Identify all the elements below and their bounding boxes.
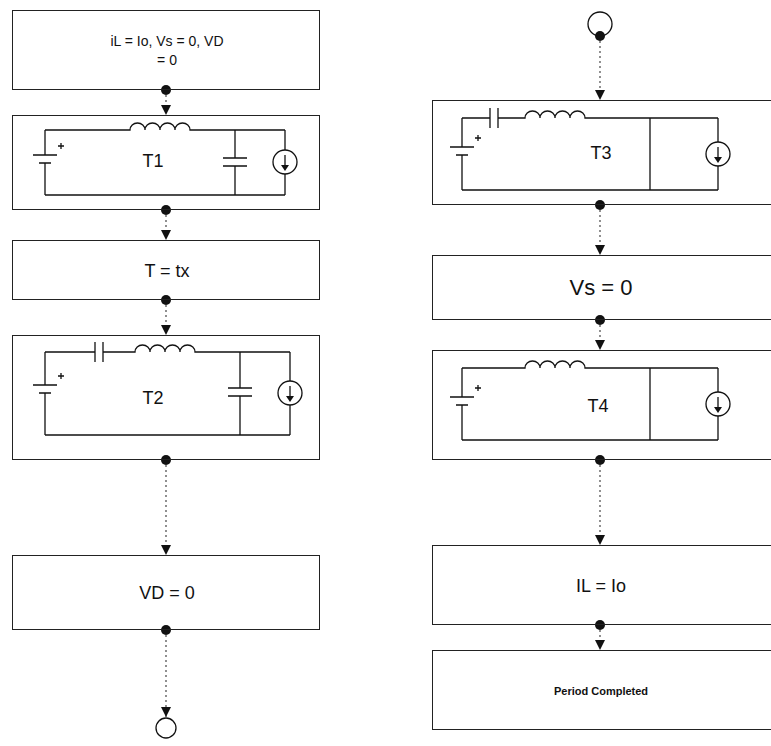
state-text: T = tx (144, 259, 189, 283)
circuit-box: T1 (12, 115, 320, 210)
flow-arrow (165, 90, 166, 115)
state-box: Vs = 0 (432, 255, 771, 320)
battery-symbol (33, 352, 64, 435)
flow-arrow (599, 205, 600, 255)
flow-arrow (165, 210, 166, 240)
circuit-box: T4 (432, 350, 771, 460)
current-arrow (714, 157, 722, 163)
state-text: VD = 0 (139, 581, 195, 605)
interval-label: T1 (142, 149, 163, 173)
wire (462, 108, 718, 128)
state-text: Period Completed (554, 684, 648, 699)
state-text: iL = Io, Vs = 0, VD = 0 (110, 32, 225, 70)
flow-arrow (599, 460, 600, 545)
battery-symbol (33, 130, 64, 195)
circuit-t4 (450, 361, 730, 440)
flow-arrow (599, 625, 600, 650)
current-source-symbol (717, 118, 718, 190)
circuit-box: T3 (432, 100, 771, 205)
interval-label: T3 (590, 141, 611, 165)
circuit-box: T2 (12, 335, 320, 460)
flow-line (599, 36, 600, 100)
current-source-symbol (717, 368, 718, 440)
state-text: Vs = 0 (570, 273, 633, 303)
flow-arrow (165, 460, 166, 555)
current-arrow (714, 407, 722, 413)
wire (462, 118, 718, 190)
current-source-symbol (706, 142, 730, 166)
current-source-symbol (289, 352, 290, 435)
flow-arrow (165, 300, 166, 335)
wire (45, 434, 290, 435)
state-box: VD = 0 (12, 555, 320, 630)
battery-symbol (450, 368, 481, 440)
wire (45, 194, 285, 195)
state-box: iL = Io, Vs = 0, VD = 0 (12, 10, 320, 90)
state-text: IL = Io (576, 574, 626, 598)
current-source-symbol (284, 130, 285, 195)
capacitor-symbol (223, 130, 247, 195)
wire (45, 123, 285, 130)
off-page-connector (156, 718, 176, 738)
off-page-connector (588, 12, 612, 36)
state-box: T = tx (12, 240, 320, 300)
capacitor-symbol (228, 352, 252, 435)
wire (462, 368, 718, 440)
circuit-t1 (33, 123, 297, 195)
circuit-t2 (33, 342, 302, 435)
wire (462, 361, 718, 368)
battery-symbol (450, 118, 481, 190)
current-arrow (286, 396, 294, 402)
state-box: IL = Io (432, 545, 771, 625)
current-source-symbol (706, 392, 730, 416)
interval-label: T2 (142, 386, 163, 410)
current-arrow (281, 165, 289, 171)
wire (45, 342, 290, 362)
connector-layer (166, 90, 600, 650)
flow-arrow (599, 320, 600, 350)
current-source-symbol (278, 381, 302, 405)
state-box: Period Completed (432, 650, 771, 730)
circuit-t3 (450, 108, 730, 190)
current-source-symbol (273, 150, 297, 174)
interval-label: T4 (587, 394, 608, 418)
flow-line (165, 630, 166, 717)
